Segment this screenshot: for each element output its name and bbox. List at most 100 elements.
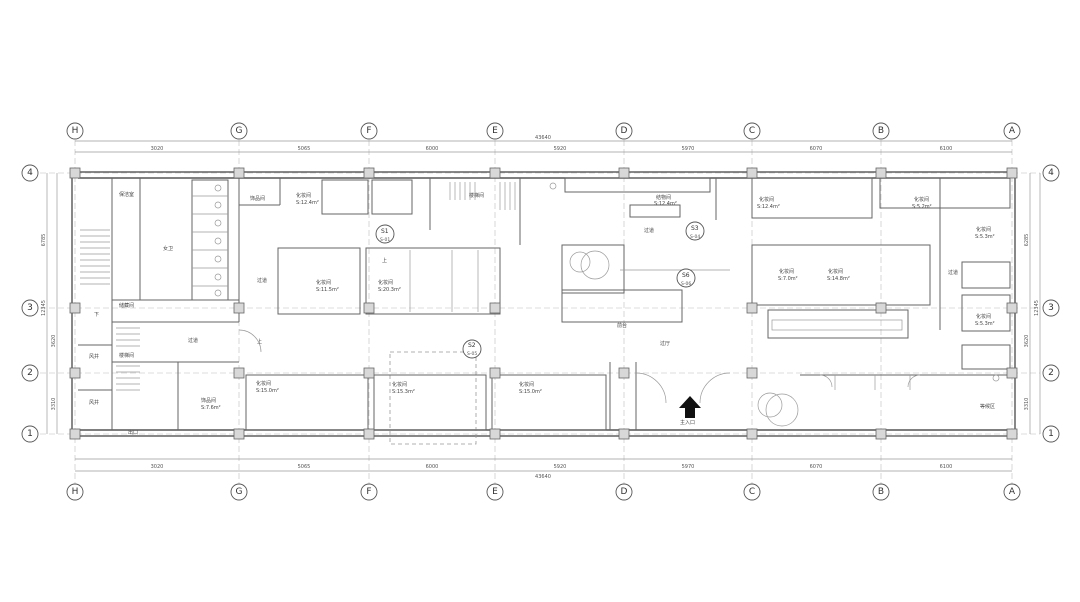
span-bottom-3: 6000 xyxy=(426,464,439,470)
label-dress-bot-g: 化妆间 xyxy=(256,380,271,387)
label-entrance: 主入口 xyxy=(680,419,695,426)
span-top-3: 6000 xyxy=(426,146,439,152)
axis-top-g: G xyxy=(236,126,243,136)
right-dim-3: 3620 xyxy=(1024,335,1030,348)
label-corridor-left: 过道 xyxy=(188,337,198,344)
label-stair-left: 楼梯间 xyxy=(119,352,134,359)
label-up-1: 上 xyxy=(257,338,262,345)
label-storage: 储藏间 xyxy=(119,302,134,309)
section-tag-s2: S2 S-05 xyxy=(462,339,482,359)
entrance-arrow-icon xyxy=(679,396,701,418)
axis-bottom-g: G xyxy=(236,487,243,497)
axis-top-b: B xyxy=(878,126,884,136)
furniture xyxy=(238,182,1000,427)
label-dress-mid-f: 化妆间 xyxy=(378,279,393,286)
label-down: 下 xyxy=(94,312,99,318)
label-dress-right-1-area: S:5.3m² xyxy=(975,234,995,240)
left-dim-1: 6785 xyxy=(41,234,47,247)
right-dim-2: 12345 xyxy=(1034,300,1040,316)
axis-bottom-b: B xyxy=(878,487,884,497)
axis-bottom-c: C xyxy=(749,487,755,497)
columns xyxy=(69,167,1018,440)
room-labels: 保洁室 女卫 储藏间 楼梯间 下 风井 风井 出口 过道 上 饰品间 化妆间 S… xyxy=(89,191,995,436)
label-dress-mid-c-area: S:7.0m² xyxy=(778,276,798,282)
axis-left-4: 4 xyxy=(27,168,33,178)
label-dress-bot-e-area: S:15.0m² xyxy=(519,389,542,395)
label-corridor-right: 过道 xyxy=(948,269,958,276)
right-dimensions: 6285 12345 3620 3310 xyxy=(1024,173,1041,434)
label-dress-mid-g-area: S:11.5m² xyxy=(316,287,339,293)
left-dimensions: 6785 12345 3620 3310 xyxy=(41,173,58,434)
tag-s2: S2 xyxy=(468,342,476,349)
outer-walls xyxy=(71,171,1016,437)
span-bottom-1: 3020 xyxy=(151,464,164,470)
axis-right-3: 3 xyxy=(1048,303,1054,313)
label-shaft-2: 风井 xyxy=(89,399,99,406)
label-stair-top: 楼梯间 xyxy=(469,192,484,199)
label-dress-top-g-area: S:12.4m² xyxy=(296,200,319,206)
axis-top-h: H xyxy=(72,126,79,136)
stair-left xyxy=(80,229,140,391)
axis-top-e: E xyxy=(492,126,498,136)
span-top-6: 6070 xyxy=(810,146,823,152)
span-bottom-5: 5970 xyxy=(682,464,695,470)
label-dress-top-c: 化妆间 xyxy=(759,196,774,203)
label-dress-bot-f: 化妆间 xyxy=(392,381,407,388)
span-top-2: 5065 xyxy=(298,146,311,152)
label-front-desk: 前台 xyxy=(617,322,627,329)
label-dress-right-1: 化妆间 xyxy=(976,226,991,233)
axis-bubbles-bottom: H G F E D C B A xyxy=(66,483,1021,501)
label-corridor-d: 过道 xyxy=(644,227,654,234)
span-top-4: 5920 xyxy=(554,146,567,152)
label-dress-bot-f-area: S:15.3m² xyxy=(392,389,415,395)
bottom-dimensions: 3020 5065 6000 5920 5970 6070 6100 43640 xyxy=(75,458,1012,480)
axis-top-c: C xyxy=(749,126,755,136)
span-bottom-2: 5065 xyxy=(298,464,311,470)
label-dress-bot-e: 化妆间 xyxy=(519,381,534,388)
axis-right-4: 4 xyxy=(1048,168,1054,178)
tag-s2-sub: S-05 xyxy=(467,351,477,357)
axis-right-1: 1 xyxy=(1048,429,1054,439)
section-tag-s3: S3 S-04 xyxy=(685,221,705,241)
label-dress-mid-c: 化妆间 xyxy=(779,268,794,275)
grid-lines xyxy=(40,140,1040,485)
label-dress-right-2-area: S:5.3m² xyxy=(975,321,995,327)
axis-bottom-a: A xyxy=(1009,487,1016,497)
span-top-7: 6100 xyxy=(940,146,953,152)
axis-left-1: 1 xyxy=(27,429,33,439)
label-knot-room-area: S:12.4m² xyxy=(654,201,677,207)
total-length-bottom: 43640 xyxy=(535,474,551,480)
axis-top-f: F xyxy=(366,126,371,136)
label-up-2: 上 xyxy=(382,257,387,264)
axis-left-2: 2 xyxy=(27,368,33,378)
axis-left-3: 3 xyxy=(27,303,33,313)
span-bottom-6: 6070 xyxy=(810,464,823,470)
left-dim-2: 12345 xyxy=(41,300,47,316)
span-top-1: 3020 xyxy=(151,146,164,152)
section-tag-s1: S1 S-01 xyxy=(375,224,395,244)
label-exit: 出口 xyxy=(128,429,138,436)
tag-s6-sub: S-06 xyxy=(681,281,691,287)
label-dress-right-2: 化妆间 xyxy=(976,313,991,320)
span-top-5: 5970 xyxy=(682,146,695,152)
span-bottom-7: 6100 xyxy=(940,464,953,470)
label-dress-mid-g: 化妆间 xyxy=(316,279,331,286)
label-dress-top-c-area: S:12.4m² xyxy=(757,204,780,210)
label-decor-bot: 饰品间 xyxy=(201,397,216,404)
total-length-top: 43640 xyxy=(535,135,551,141)
label-dress-top-b-area: S:5.2m² xyxy=(912,204,932,210)
tag-s6: S6 xyxy=(682,272,690,279)
label-knot-room: 结物间 xyxy=(656,194,671,201)
axis-bottom-h: H xyxy=(72,487,79,497)
axis-top-d: D xyxy=(621,126,628,136)
axis-bottom-f: F xyxy=(366,487,371,497)
section-tag-s6: S6 S-06 xyxy=(676,268,696,288)
axis-bubbles-left: 4 3 2 1 xyxy=(21,164,39,443)
axis-bubbles-top: H G F E D C B A xyxy=(66,122,1021,140)
label-dress-mid-f-area: S:20.3m² xyxy=(378,287,401,293)
label-decor-bot-area: S:7.6m² xyxy=(201,405,221,411)
left-dim-3: 3620 xyxy=(51,335,57,348)
left-dim-4: 3310 xyxy=(51,398,57,411)
interior-walls xyxy=(78,177,1011,445)
right-dim-4: 3310 xyxy=(1024,398,1030,411)
